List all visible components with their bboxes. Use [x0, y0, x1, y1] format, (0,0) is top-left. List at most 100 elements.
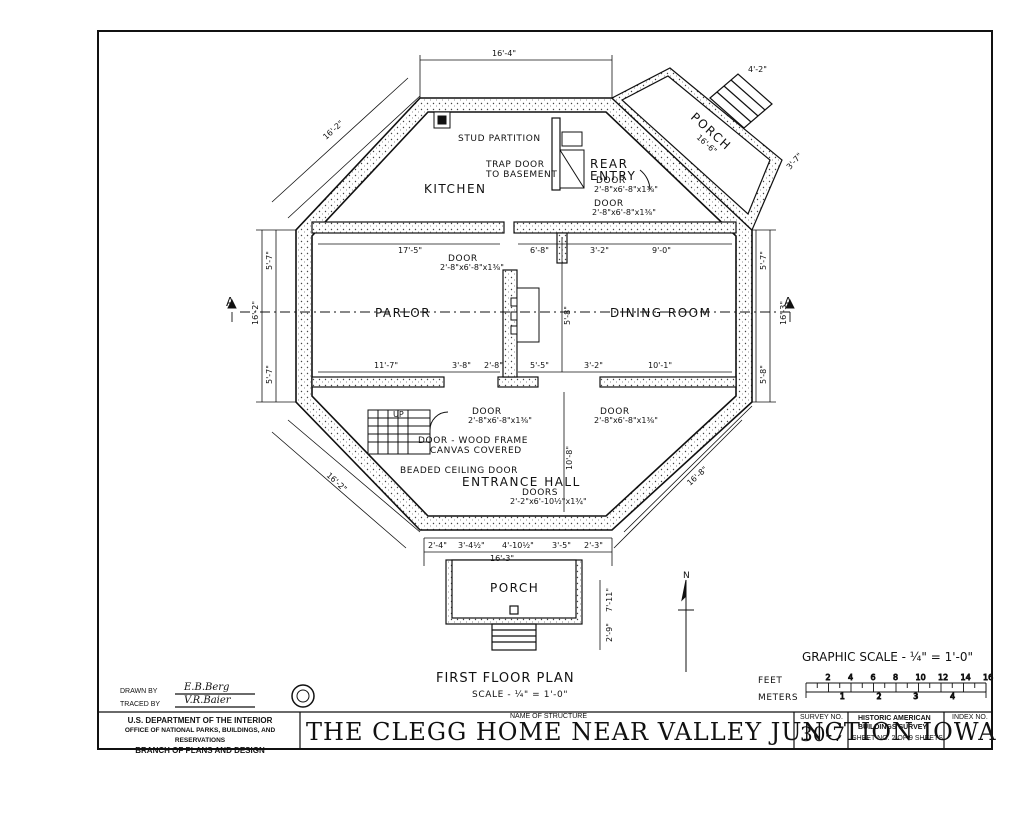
note-trap-door-1: TRAP DOOR — [485, 160, 545, 170]
survey-no-label: SURVEY NO. — [800, 714, 843, 721]
wall-kitchen-dining — [513, 221, 737, 234]
note-stud-partition: STUD PARTITION — [458, 134, 541, 144]
dim-front-4: 3'-5" — [552, 541, 571, 550]
dim-misc-a: 3'-8" — [452, 361, 471, 370]
traced-by-name: V.R.Baier — [184, 695, 231, 706]
plan-title: FIRST FLOOR PLAN — [436, 671, 575, 686]
note-kitchen-door-size: 2'-8"x6'-8"x1⅜" — [592, 208, 656, 217]
dim-top-overall: 16'-4" — [492, 49, 516, 58]
habs-line-1: HISTORIC AMERICAN — [858, 715, 931, 722]
rear-door-swing — [639, 169, 651, 191]
note-parlor-door-size: 2'-8"x6'-8"x1⅜" — [440, 263, 504, 272]
note-dining-door-size: 2'-8"x6'-8"x1⅜" — [594, 416, 658, 425]
dim-parlor-width: 17'-5" — [398, 246, 422, 255]
meter-tick-label: 1 — [840, 692, 845, 701]
note-rear-door: DOOR — [596, 176, 626, 186]
traced-by-label: TRACED BY — [120, 701, 161, 708]
dim-dining-lower: 10'-1" — [648, 361, 672, 370]
agency-block: U.S. DEPARTMENT OF THE INTERIOR OFFICE O… — [100, 716, 300, 756]
note-hall-door-size: 2'-8"x6'-8"x1⅜" — [468, 416, 532, 425]
dim-front-3: 4'-10½" — [502, 541, 534, 550]
rear-porch — [610, 67, 783, 232]
habs-line-2: BUILDINGS SURVEY — [858, 724, 928, 731]
name-of-structure-label: NAME OF STRUCTURE — [510, 713, 587, 720]
section-mark-right: A — [784, 295, 794, 309]
dim-hall-depth: 10'-8" — [565, 446, 574, 470]
feet-tick-label: 4 — [848, 673, 853, 682]
note-dining-door: DOOR — [600, 407, 630, 417]
survey-seal — [291, 684, 315, 708]
agency-line-1: U.S. DEPARTMENT OF THE INTERIOR — [127, 716, 273, 725]
title-block-lines — [99, 693, 991, 748]
drawing-sheet-border — [97, 30, 993, 750]
feet-tick-label: 2 — [826, 673, 831, 682]
note-doors-size: 2'-2"x6'-10½"x1¾" — [510, 497, 587, 506]
section-line — [227, 298, 795, 322]
dim-misc-e: 3'-2" — [584, 361, 603, 370]
label-front-porch: PORCH — [490, 581, 539, 595]
chimney-box — [516, 287, 540, 343]
fireplace — [433, 111, 540, 343]
meter-tick-label: 2 — [876, 692, 881, 701]
dim-right-upper: 5'-7" — [759, 251, 768, 270]
dim-misc-c: 5'-5" — [530, 361, 549, 370]
label-entrance-hall: ENTRANCE HALL — [462, 475, 581, 489]
dim-center-upper: 6'-8" — [530, 246, 549, 255]
front-steps — [491, 623, 537, 651]
dim-sw-overall: 16'-2" — [325, 471, 349, 494]
dim-parlor-height: 5'-8" — [563, 306, 572, 325]
dim-front-5: 2'-3" — [584, 541, 603, 550]
feet-tick-label: 16 — [983, 673, 993, 682]
north-arrow-icon — [678, 579, 694, 672]
dim-dining-upper: 9'-0" — [652, 246, 671, 255]
dim-left-overall: 16'-2" — [251, 301, 260, 325]
dim-front-1: 2'-4" — [428, 541, 447, 550]
wall-parlor-hall — [311, 376, 445, 388]
note-parlor-door: DOOR — [448, 254, 478, 264]
feet-label: FEET — [758, 676, 782, 686]
wall-hall-mid — [497, 376, 539, 388]
note-beaded-door: BEADED CEILING DOOR — [400, 466, 518, 476]
note-up: UP — [393, 410, 404, 419]
wall-kitchen-parlor — [311, 221, 505, 234]
meter-tick-label: 4 — [950, 692, 955, 701]
dim-left-lower: 5'-7" — [265, 365, 274, 384]
dim-step-depth: 2'-9" — [605, 623, 614, 642]
dim-right-lower: 5'-8" — [759, 365, 768, 384]
dim-right-overall: 16'-3" — [779, 301, 788, 325]
dim-misc-d: 3'-2" — [590, 246, 609, 255]
note-trap-door-2: TO BASEMENT — [485, 170, 557, 180]
structure-name: THE CLEGG HOME NEAR VALLEY JUNCTION IOWA — [306, 718, 997, 746]
label-rear-2: ENTRY — [590, 169, 636, 183]
north-label: N — [683, 571, 690, 581]
label-rear-1: REAR — [590, 157, 628, 171]
note-wood-frame-1: DOOR - WOOD FRAME — [418, 436, 528, 446]
survey-no: 30-7 — [800, 722, 845, 746]
dim-misc-b: 2'-8" — [484, 361, 503, 370]
dim-left-upper: 5'-7" — [265, 251, 274, 270]
dimension-lines — [256, 55, 776, 650]
wall-center-chimney — [502, 269, 518, 378]
feet-tick-label: 10 — [916, 673, 926, 682]
annotation-notes: STUD PARTITION TRAP DOOR TO BASEMENT DOO… — [226, 134, 794, 581]
drawn-by-name: E.B.Berg — [184, 682, 230, 693]
stair — [367, 409, 449, 455]
note-wood-frame-2: CANVAS COVERED — [430, 446, 522, 456]
wall-dining-hall — [599, 376, 737, 388]
drawn-by-label: DRAWN BY — [120, 688, 158, 695]
agency-line-2: OFFICE OF NATIONAL PARKS, BUILDINGS, AND… — [124, 727, 276, 744]
sheet-number: SHEET NO. 2 OF 9 SHEETS — [852, 735, 943, 742]
feet-tick-label: 6 — [871, 673, 876, 682]
agency-line-3: BRANCH OF PLANS AND DESIGN — [135, 746, 265, 755]
feet-tick-label: 12 — [938, 673, 948, 682]
graphic-scale-title: GRAPHIC SCALE - ¼" = 1'-0" — [802, 650, 973, 664]
dim-porch-depth: 7'-11" — [605, 588, 614, 612]
dim-rear-porch-f: 3'-7" — [785, 151, 804, 171]
note-hall-door: DOOR — [472, 407, 502, 417]
label-parlor: PARLOR — [375, 306, 431, 320]
dim-rear-porch-a: 4'-2" — [748, 65, 767, 74]
front-porch — [445, 559, 583, 651]
section-mark-left: A — [226, 295, 236, 309]
